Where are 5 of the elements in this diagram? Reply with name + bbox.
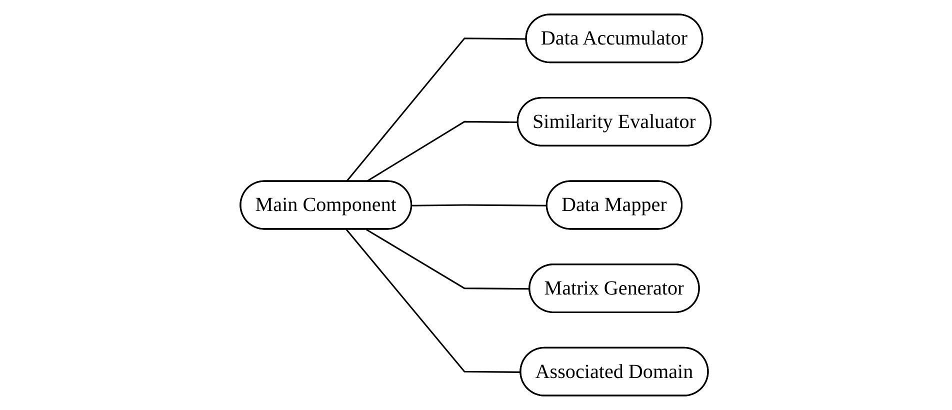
connector	[346, 229, 522, 373]
connector	[366, 120, 519, 182]
connector	[412, 204, 548, 206]
connector	[366, 228, 530, 290]
connector	[346, 38, 527, 182]
